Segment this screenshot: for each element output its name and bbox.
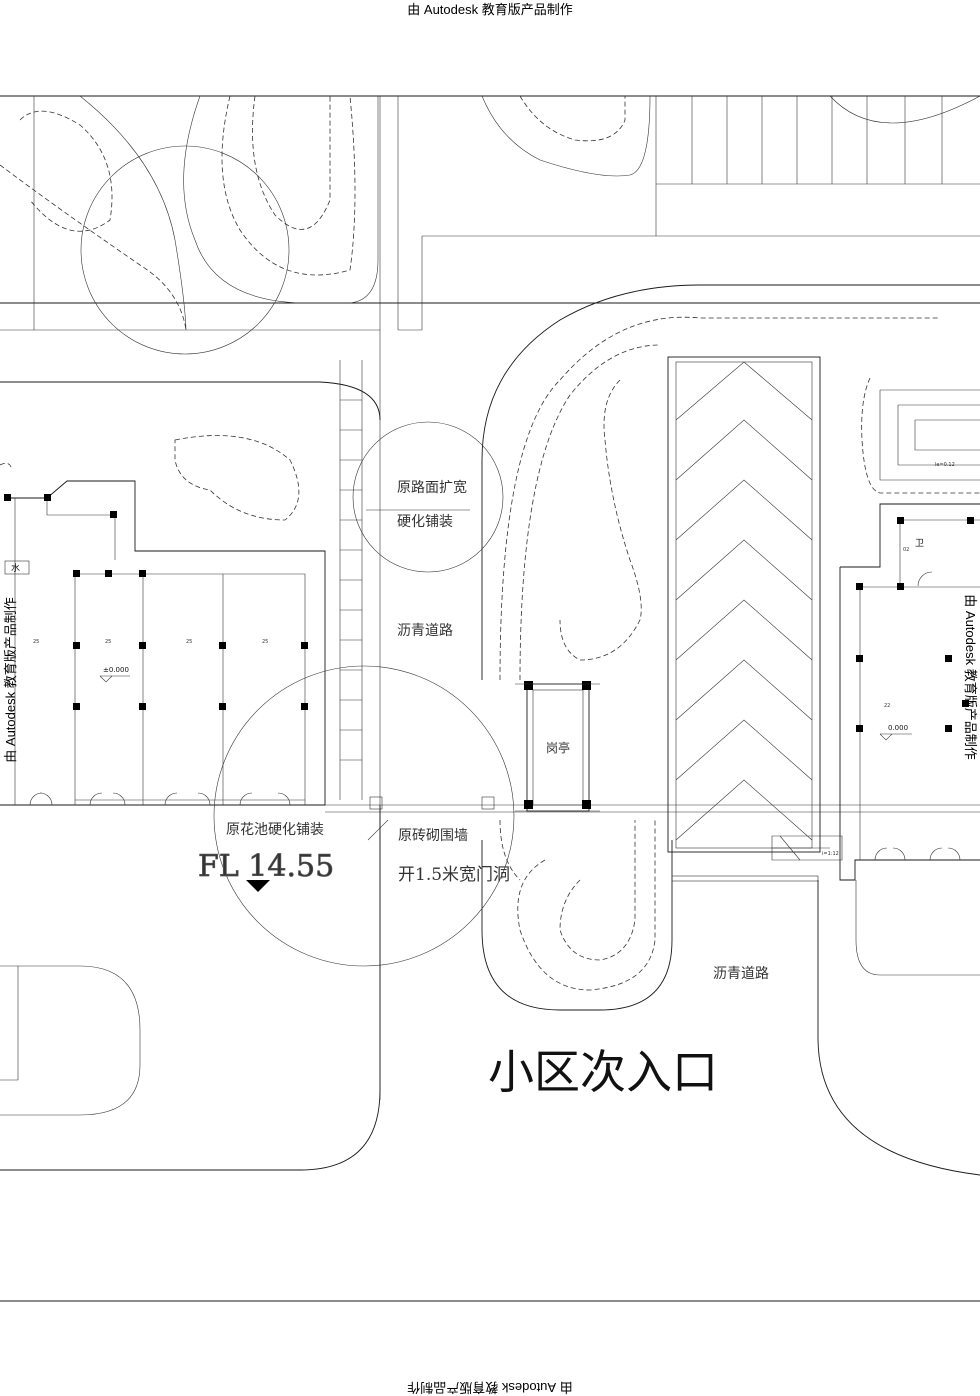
drawing-frame [0,95,980,1302]
watermark-right: 由 Autodesk 教育版产品制作 [963,594,978,759]
flowerbed-paving-label: 原花池硬化铺装 [226,822,324,838]
toilet-label: 卫 [915,539,924,549]
asphalt-road-label-2: 沥青道路 [713,966,769,982]
entrance-title: 小区次入口 [488,1045,718,1099]
watermark-left: 由 Autodesk 教育版产品制作 [3,597,18,762]
elevation-right: 0.000 [888,724,908,732]
svg-text:25: 25 [33,639,39,645]
annotation-circle-wall [213,665,515,967]
elevation-left: ±0.000 [103,666,129,674]
guard-booth: 岗亭 [515,681,600,812]
water-label: 水 [11,562,20,574]
svg-text:25: 25 [186,639,192,645]
chevron-strip [667,356,821,882]
watermark-bottom: 由 Autodesk 教育版产品制作 [407,1380,572,1395]
svg-text:i=1:12: i=1:12 [822,851,839,857]
left-building: 水 25 25 25 25 ±0.000 [0,381,381,806]
paved-path [325,360,980,813]
road-widen-label-1: 原路面扩宽 [397,479,467,496]
brick-wall-label-2: 开1.5米宽门洞 [398,865,510,885]
road-widen-label-2: 硬化铺装 [397,514,453,530]
bottom-roads [0,805,980,1176]
floor-level-label: FL 14.55 [198,849,334,884]
svg-text:02: 02 [903,547,909,553]
svg-text:le=0.12: le=0.12 [935,462,955,468]
svg-text:25: 25 [262,639,268,645]
brick-wall-label-1: 原砖砌围墙 [398,828,468,844]
svg-text:22: 22 [884,703,890,709]
top-landscape [0,95,980,1100]
svg-text:25: 25 [105,639,111,645]
central-island [481,284,980,1011]
asphalt-road-label-1: 沥青道路 [397,623,453,639]
level-triangle [246,880,270,892]
watermark-top: 由 Autodesk 教育版产品制作 [407,2,572,17]
annotation-circle-widen [352,421,504,573]
guard-booth-label: 岗亭 [546,740,570,755]
right-building: le=0.12 卫 02 22 0.000 i=1:12 [771,377,980,881]
parking-stripes [691,96,943,184]
